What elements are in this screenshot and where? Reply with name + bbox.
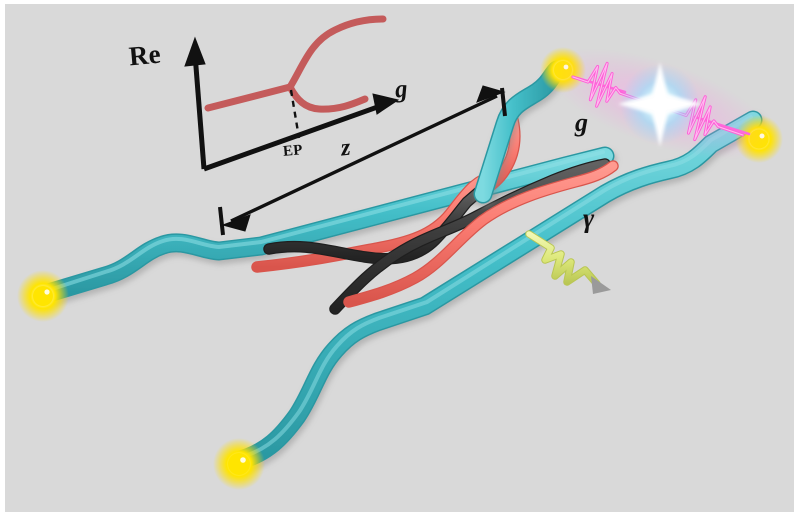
inset-x-axis-label: g bbox=[393, 75, 409, 104]
loss-label: γ bbox=[583, 203, 595, 233]
coupler-red-upper bbox=[343, 160, 619, 308]
coupling-label: g bbox=[575, 108, 588, 137]
figure-canvas: Re g EP z g γ bbox=[5, 4, 794, 512]
waveguide-upper bbox=[35, 146, 615, 304]
inset-y-axis bbox=[184, 36, 207, 170]
loss-arrow-graphic bbox=[525, 230, 611, 294]
coupling-burst-icon bbox=[618, 62, 702, 147]
propagation-length-arrow bbox=[218, 85, 507, 236]
waveguide-lower bbox=[231, 110, 763, 470]
scene-graphics bbox=[17, 15, 783, 490]
coupler-red-lower bbox=[251, 168, 503, 273]
inset-x-axis bbox=[203, 93, 400, 172]
glow-port-bottom bbox=[213, 438, 265, 490]
inset-y-axis-label: Re bbox=[127, 38, 162, 72]
coupler-dark-upper bbox=[329, 158, 611, 315]
inset-ep-label: EP bbox=[282, 142, 304, 160]
eigenvalue-bifurcation-inset bbox=[184, 15, 400, 172]
inset-curve bbox=[204, 15, 387, 113]
pulse-left bbox=[571, 61, 645, 108]
inset-ep-dropline bbox=[289, 89, 301, 139]
glow-port-left bbox=[17, 270, 69, 322]
coupling-pulse-graphic bbox=[545, 48, 775, 160]
